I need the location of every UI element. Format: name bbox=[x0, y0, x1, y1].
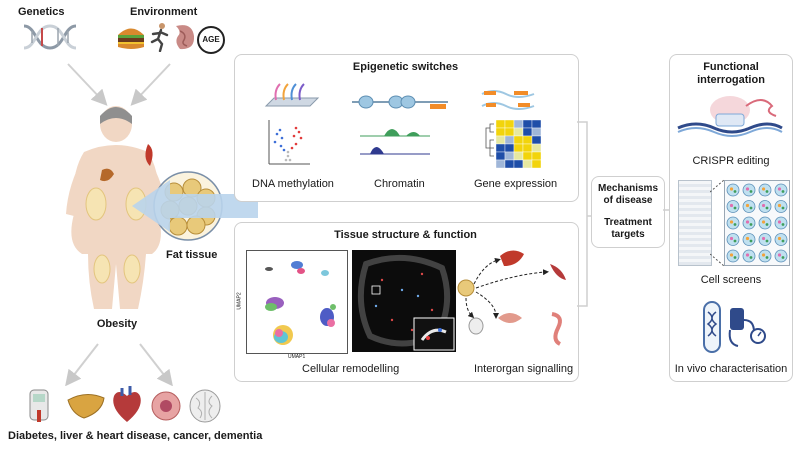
mechanisms-line1: Mechanisms bbox=[597, 183, 659, 194]
umap-x-label: UMAP1 bbox=[288, 354, 306, 360]
blue-arrow bbox=[132, 180, 258, 232]
epigenetic-panel-title: Epigenetic switches bbox=[352, 61, 459, 73]
environment-label: Environment bbox=[130, 6, 198, 18]
chromatin-peaks bbox=[360, 129, 430, 155]
cellular-remodelling-label: Cellular remodelling bbox=[302, 363, 400, 375]
crispr-icon bbox=[677, 96, 783, 137]
runner-icon bbox=[150, 23, 169, 52]
screen-plate-side bbox=[678, 180, 712, 266]
fat-tissue-label: Fat tissue bbox=[166, 249, 218, 261]
tumour-cell-icon bbox=[151, 391, 181, 421]
mechanisms-line2: of disease bbox=[603, 195, 653, 206]
interorgan-signalling-diagram bbox=[457, 250, 566, 346]
dna-methylation-label: DNA methylation bbox=[252, 178, 334, 190]
center-to-functional-connector bbox=[663, 209, 669, 211]
mechanisms-box bbox=[591, 176, 665, 248]
gene-transcripts-icon bbox=[481, 90, 535, 110]
outcome-arrows bbox=[65, 343, 173, 386]
gut-icon bbox=[176, 25, 195, 50]
causes-arrows bbox=[67, 63, 171, 106]
burger-icon bbox=[118, 28, 144, 49]
tissue-panel-title: Tissue structure & function bbox=[334, 229, 477, 241]
treatment-line1: Treatment bbox=[604, 217, 652, 228]
glucometer-icon bbox=[29, 389, 49, 422]
chromatin-nucleosomes-icon bbox=[352, 95, 448, 109]
genetics-label: Genetics bbox=[18, 6, 65, 18]
cell-screen-wells bbox=[724, 180, 790, 266]
in-vivo-label: In vivo characterisation bbox=[674, 363, 788, 375]
heart-icon bbox=[113, 386, 141, 422]
functional-title-2: interrogation bbox=[697, 74, 765, 86]
interorgan-signalling-label: Interorgan signalling bbox=[474, 363, 574, 375]
outcomes-label: Diabetes, liver & heart disease, cancer,… bbox=[8, 430, 263, 442]
obesity-label: Obesity bbox=[96, 318, 138, 330]
gene-expression-label: Gene expression bbox=[474, 178, 558, 190]
expression-heatmap bbox=[485, 119, 542, 169]
treatment-line2: targets bbox=[611, 229, 645, 240]
umap-plot bbox=[246, 250, 348, 354]
cell-screens-label: Cell screens bbox=[700, 274, 762, 286]
methylation-strands-icon bbox=[264, 83, 320, 107]
volcano-plot bbox=[268, 120, 310, 165]
dna-helix-icon bbox=[23, 24, 77, 50]
crispr-editing-label: CRISPR editing bbox=[692, 155, 770, 167]
plate-zoom-lines bbox=[710, 179, 724, 267]
age-badge: AGE bbox=[197, 26, 225, 54]
liver-icon bbox=[67, 394, 105, 419]
in-vivo-icon bbox=[703, 301, 766, 353]
brain-icon bbox=[189, 389, 221, 423]
chromatin-label: Chromatin bbox=[374, 178, 425, 190]
functional-title-1: Functional bbox=[703, 61, 759, 73]
umap-y-label: UMAP2 bbox=[236, 292, 243, 310]
spatial-tissue-image bbox=[352, 250, 456, 352]
